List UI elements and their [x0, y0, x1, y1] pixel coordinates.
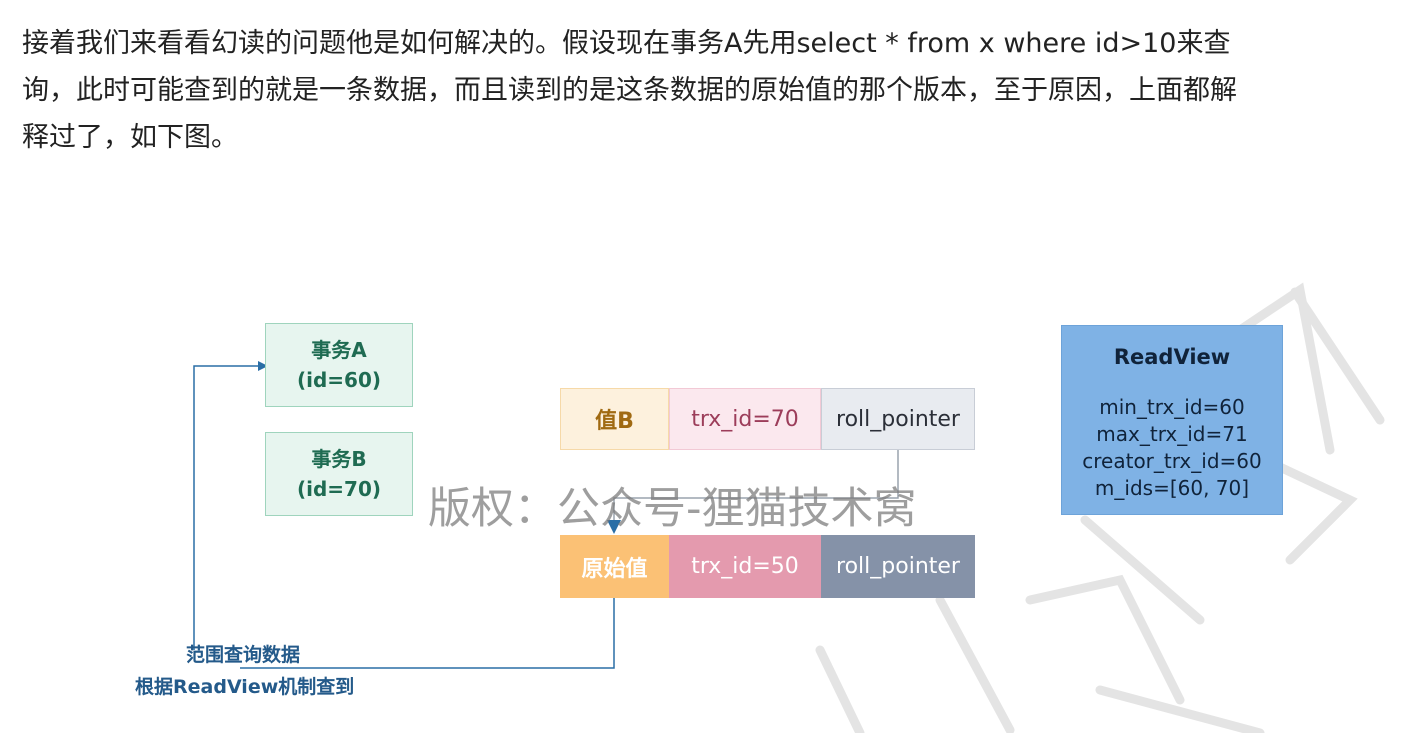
row-b-pointer-cell: roll_pointer	[821, 388, 975, 450]
intro-line-2: 询，此时可能查到的就是一条数据，而且读到的是这条数据的原始值的那个版本，至于原因…	[22, 75, 1237, 106]
readview-max-trx-id: max_trx_id=71	[1096, 422, 1248, 446]
readview-box: ReadView min_trx_id=60 max_trx_id=71 cre…	[1061, 325, 1283, 515]
caption-line-1: 范围查询数据	[186, 644, 301, 666]
readview-m-ids: m_ids=[60, 70]	[1094, 476, 1250, 500]
readview-min-trx-id: min_trx_id=60	[1099, 395, 1245, 419]
transaction-a-name: 事务A	[311, 338, 367, 362]
row-orig-pointer-cell: roll_pointer	[821, 535, 975, 598]
transaction-a-box: 事务A (id=60)	[265, 323, 413, 407]
intro-line-3: 释过了，如下图。	[22, 122, 238, 153]
caption-line-2: 根据ReadView机制查到	[135, 676, 355, 698]
row-orig-value-cell: 原始值	[560, 535, 669, 598]
row-orig-trx-cell: trx_id=50	[669, 535, 821, 598]
intro-paragraph: 接着我们来看看幻读的问题他是如何解决的。假设现在事务A先用select * fr…	[22, 20, 1397, 161]
transaction-b-box: 事务B (id=70)	[265, 432, 413, 516]
transaction-a-id: (id=60)	[296, 368, 382, 392]
readview-creator-trx-id: creator_trx_id=60	[1082, 449, 1262, 473]
readview-title: ReadView	[1113, 345, 1231, 369]
intro-line-1: 接着我们来看看幻读的问题他是如何解决的。假设现在事务A先用select * fr…	[22, 28, 1231, 59]
row-b-trx-cell: trx_id=70	[669, 388, 821, 450]
row-b-value-cell: 值B	[560, 388, 669, 450]
transaction-b-id: (id=70)	[296, 477, 382, 501]
transaction-b-name: 事务B	[311, 447, 367, 471]
